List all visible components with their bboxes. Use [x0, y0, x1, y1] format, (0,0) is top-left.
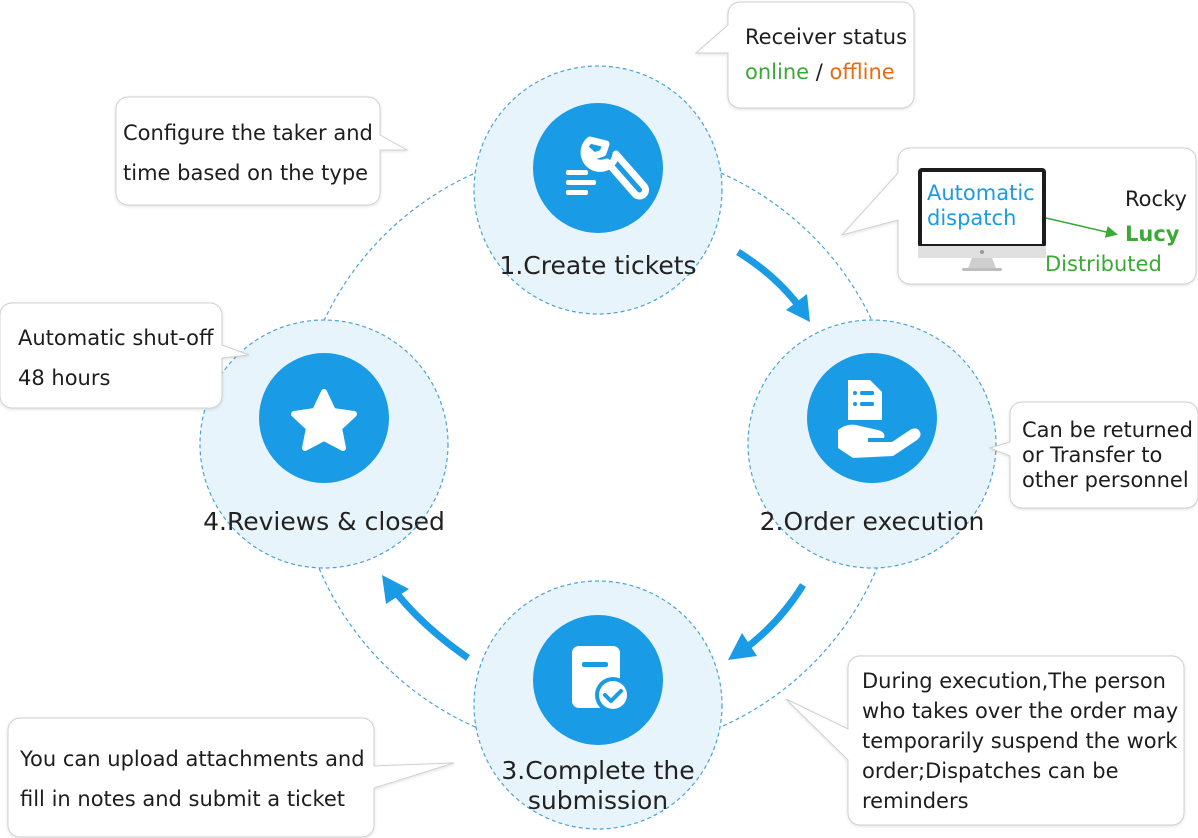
star-icon — [291, 389, 357, 451]
upload-text: You can upload attachments and fill in n… — [20, 747, 365, 811]
step-order-execution[interactable]: 2.Order execution — [747, 319, 997, 569]
hand-document-icon — [838, 380, 921, 458]
callout-configure — [115, 96, 409, 206]
step-label: 2.Order execution — [760, 507, 985, 536]
flow-arrow-3-to-4 — [382, 575, 471, 661]
document-check-icon — [572, 646, 631, 713]
step-label: submission — [528, 786, 668, 815]
callout-shutoff — [0, 302, 250, 409]
wrench-icon — [566, 136, 649, 200]
dispatch-name-rocky: Rocky — [1125, 187, 1187, 211]
flow-arrow-2-to-3 — [728, 583, 806, 660]
step-label: 3.Complete the — [501, 756, 694, 785]
status-online: online — [745, 60, 810, 85]
step-reviews-closed[interactable]: 4.Reviews & closed — [199, 319, 449, 569]
flow-arrow-1-to-2 — [736, 249, 810, 322]
step-create-tickets[interactable]: 1.Create tickets — [473, 65, 723, 315]
callout-execution — [785, 655, 1185, 826]
dispatch-screen-text: Automatic dispatch — [927, 181, 1035, 230]
shutoff-text: Automatic shut-off 48 hours — [18, 326, 214, 390]
dispatch-arrow — [1045, 217, 1118, 238]
returned-text: Can be returned or Transfer to other per… — [1022, 418, 1193, 492]
step-label: 1.Create tickets — [499, 251, 696, 280]
step-complete-submission[interactable]: 3.Complete the submission — [473, 580, 723, 830]
dispatch-status: Distributed — [1045, 252, 1162, 276]
monitor-icon — [918, 168, 1046, 271]
callout-upload — [7, 717, 455, 838]
callout-receiver-status — [694, 1, 915, 109]
callout-returned — [988, 401, 1198, 509]
dispatch-name-lucy: Lucy — [1125, 222, 1180, 246]
step-label: 4.Reviews & closed — [203, 507, 445, 536]
status-offline: offline — [829, 60, 895, 85]
execution-text: During execution,The person who takes ov… — [862, 669, 1179, 813]
receiver-status-text: Receiver status online / offline — [745, 25, 908, 85]
configure-text: Configure the taker and time based on th… — [123, 121, 373, 185]
